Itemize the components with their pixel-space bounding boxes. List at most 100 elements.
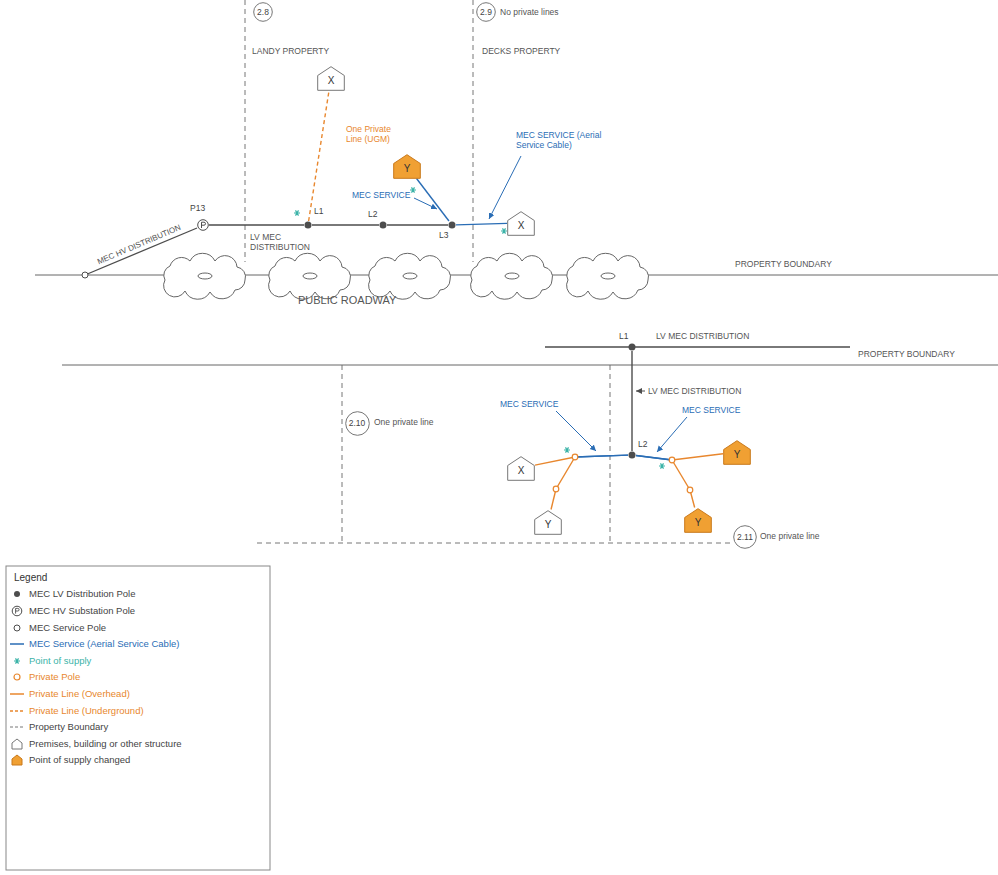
callout-circle: 2.10 xyxy=(345,411,370,436)
connector-segment xyxy=(672,460,690,490)
legend-row: Private Line (Underground) xyxy=(10,704,144,716)
distribution-line xyxy=(312,225,379,226)
service-pole xyxy=(82,272,88,278)
connector-segment xyxy=(631,351,632,451)
legend-row: MEC HV Substation Pole xyxy=(10,605,135,617)
legend-swatch xyxy=(10,605,24,617)
label-box: One private line xyxy=(760,531,820,541)
callout-circle: 2.8 xyxy=(253,2,273,22)
node-label: 2.10 xyxy=(345,418,370,428)
label-box: LANDY PROPERTY xyxy=(252,46,329,56)
premises-house: Y xyxy=(723,440,751,465)
private-pole xyxy=(553,454,693,493)
legend-row: Private Pole xyxy=(10,671,80,683)
hv-substation-pole: P13 xyxy=(197,219,209,231)
legend-row: Premises, building or other structure xyxy=(10,737,182,749)
connector-segment xyxy=(535,457,575,465)
annotation-label: LV MEC DISTRIBUTION xyxy=(656,331,749,341)
node-label: X xyxy=(317,66,345,87)
label-box: LV MEC DISTRIBUTION xyxy=(648,386,741,396)
node-label: L3 xyxy=(439,230,448,240)
label-box: DECKS PROPERTY xyxy=(482,46,560,56)
lv-line xyxy=(545,346,850,347)
annotation-label: No private lines xyxy=(500,7,559,17)
annotation-label: One private line xyxy=(760,531,820,541)
node-label: 2.11 xyxy=(733,532,757,542)
annotation-label: MEC SERVICE (Aerial Service Cable) xyxy=(516,130,612,150)
legend-row: MEC Service (Aerial Service Cable) xyxy=(10,638,179,650)
node-label: Y xyxy=(723,440,751,461)
label-box: MEC SERVICE xyxy=(682,405,740,415)
lv-distribution-pole: L1 xyxy=(628,343,636,351)
legend-label: Point of supply changed xyxy=(29,754,130,766)
annotation-label: DECKS PROPERTY xyxy=(482,46,560,56)
premises-house: Y xyxy=(684,508,712,533)
label-box: MEC SERVICE (Aerial Service Cable) xyxy=(516,130,612,150)
connector-segment xyxy=(575,455,628,457)
node-label: L1 xyxy=(314,206,323,216)
distribution-line xyxy=(632,351,633,451)
legend-swatch xyxy=(10,655,24,667)
label-box: PUBLIC ROADWAY xyxy=(298,294,396,307)
label-box: One private line xyxy=(374,417,434,427)
lv-distribution-pole: L2 xyxy=(379,221,387,229)
legend-swatch xyxy=(10,754,24,766)
connector-segment xyxy=(456,223,507,224)
legend-row: Private Line (Overhead) xyxy=(10,688,130,700)
label-box: LV MEC DISTRIBUTION xyxy=(250,232,314,252)
legend-label: Private Pole xyxy=(29,671,80,683)
legend-label: Private Line (Overhead) xyxy=(29,688,130,700)
node-outline xyxy=(379,221,387,229)
legend-row: MEC LV Distribution Pole xyxy=(10,588,135,600)
connector-segment xyxy=(636,456,672,461)
node-label: P13 xyxy=(190,203,205,213)
label-box: One Private Line (UGM) xyxy=(346,124,402,144)
lv-distribution-pole: L3 xyxy=(448,221,456,229)
premises-house: Y xyxy=(393,154,421,179)
service-cable xyxy=(636,456,695,508)
legend-label: MEC Service (Aerial Service Cable) xyxy=(29,638,179,650)
legend-row: Point of supply xyxy=(10,654,91,666)
node-label: Y xyxy=(393,154,421,175)
callout-circle: 2.11 xyxy=(733,525,757,549)
boundary-line xyxy=(62,365,998,366)
legend-label: Private Line (Underground) xyxy=(29,705,144,717)
node-label: L2 xyxy=(368,209,377,219)
node-outline xyxy=(628,343,636,351)
label-box: Legend xyxy=(14,572,47,584)
annotation-label: MEC HV DISTRIBUTION xyxy=(96,223,183,267)
legend-swatch xyxy=(10,721,24,733)
node-outline xyxy=(197,219,209,231)
connector-segment xyxy=(556,457,575,489)
annotation-label: LANDY PROPERTY xyxy=(252,46,329,56)
premises-house: X xyxy=(317,66,345,91)
annotation-label: PUBLIC ROADWAY xyxy=(298,294,396,307)
annotation-label: MEC SERVICE xyxy=(682,405,740,415)
annotation-label: LV MEC DISTRIBUTION xyxy=(648,386,741,396)
connector-segment xyxy=(312,224,379,225)
legend-swatch xyxy=(10,638,24,650)
annotation-label: One private line xyxy=(374,417,434,427)
annotation-label: MEC SERVICE xyxy=(352,190,410,200)
annotation-label: LV MEC DISTRIBUTION xyxy=(250,232,314,252)
annotation-label: PROPERTY BOUNDARY xyxy=(735,259,832,269)
legend-label: Point of supply xyxy=(29,655,91,667)
premises-house: X xyxy=(507,211,535,236)
distribution-line xyxy=(387,225,448,226)
node-label: X xyxy=(507,456,535,477)
annotation-label: One Private Line (UGM) xyxy=(346,124,402,144)
label-box: MEC SERVICE xyxy=(352,190,410,200)
trees xyxy=(164,253,649,299)
node-label: X xyxy=(507,211,535,232)
connector-segment xyxy=(636,456,672,461)
node-outline xyxy=(448,221,456,229)
node-outline xyxy=(304,221,312,229)
node-label: L2 xyxy=(638,439,647,449)
connector-segment xyxy=(209,224,304,225)
label-box: PROPERTY BOUNDARY xyxy=(858,349,955,359)
callout-circle: 2.9 xyxy=(476,2,496,22)
connector-segment xyxy=(387,224,448,225)
legend-box xyxy=(6,566,270,870)
node-outline xyxy=(628,451,636,459)
legend-swatch xyxy=(10,688,24,700)
